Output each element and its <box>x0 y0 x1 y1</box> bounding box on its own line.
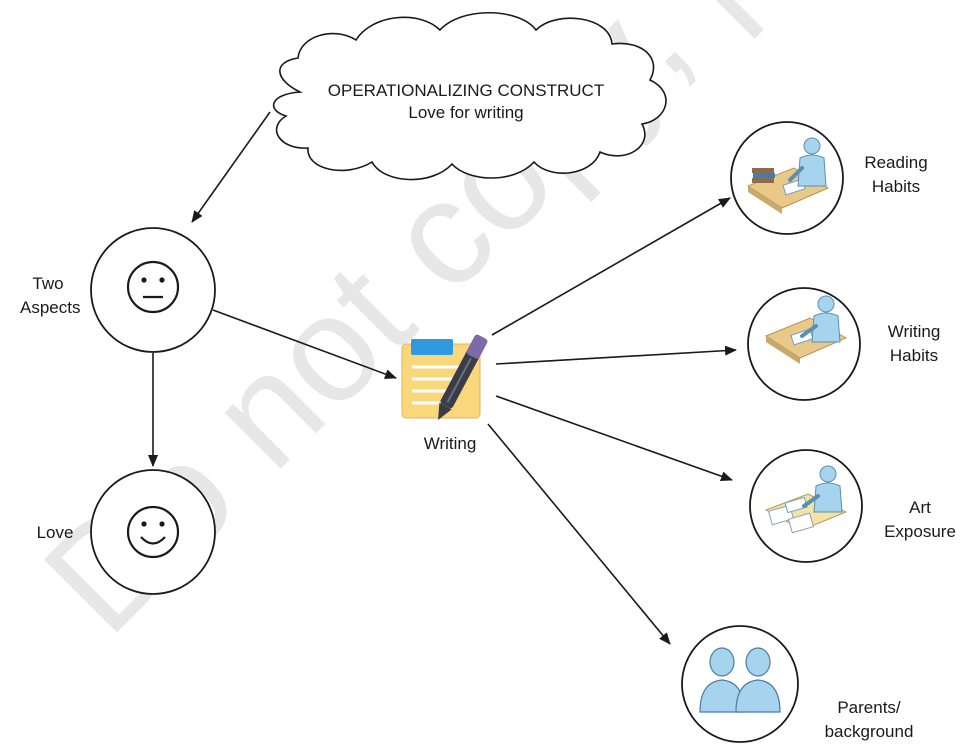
parents-label-line1: Parents/ <box>837 698 901 717</box>
two-aspects-label-line2: Aspects <box>20 298 81 317</box>
cloud-title: OPERATIONALIZING CONSTRUCT <box>327 81 605 100</box>
person-reading-at-desk-icon <box>746 137 830 214</box>
love-node <box>90 469 216 595</box>
two-people-icon <box>699 647 781 713</box>
reading-habits-label-line2: Habits <box>871 177 921 196</box>
art-exposure-label: Art Exposure <box>868 496 972 544</box>
arrow-cloud-to-two-aspects <box>191 111 271 223</box>
two-aspects-node <box>90 227 216 353</box>
two-aspects-label: Two Aspects <box>20 272 81 320</box>
smiley-face-icon <box>126 505 180 559</box>
person-with-papers-icon <box>764 465 848 534</box>
neutral-face-icon <box>126 260 180 314</box>
art-exposure-label-line1: Art <box>909 498 931 517</box>
parents-background-label: Parents/ background <box>814 696 924 744</box>
parents-node <box>681 625 799 743</box>
arrow-writing-to-reading <box>491 197 731 336</box>
person-writing-at-desk-icon <box>764 295 848 364</box>
arrow-writing-to-writing-habits <box>495 345 737 365</box>
writing-habits-node <box>747 287 861 401</box>
reading-habits-node <box>730 121 844 235</box>
arrows <box>148 111 737 645</box>
arrow-writing-to-art <box>495 395 733 482</box>
love-label: Love <box>36 523 74 542</box>
notepad-pen-icon <box>401 334 488 421</box>
writing-label: Writing <box>423 434 477 453</box>
reading-habits-label-line1: Reading <box>864 153 928 172</box>
construct-cloud <box>272 12 667 181</box>
construct-cloud-text: OPERATIONALIZING CONSTRUCT Love for writ… <box>266 80 666 124</box>
two-aspects-label-line1: Two <box>32 274 64 293</box>
writing-habits-label-line1: Writing <box>887 322 941 341</box>
arrow-writing-to-parents <box>487 423 671 645</box>
art-exposure-node <box>749 449 863 563</box>
art-exposure-label-line2: Exposure <box>884 522 956 541</box>
writing-habits-label: Writing Habits <box>880 320 948 368</box>
cloud-subtitle: Love for writing <box>408 103 524 122</box>
writing-habits-label-line2: Habits <box>889 346 939 365</box>
parents-label-line2: background <box>824 722 914 741</box>
reading-habits-label: Reading Habits <box>856 151 936 199</box>
arrow-two-aspects-to-writing <box>212 309 397 379</box>
